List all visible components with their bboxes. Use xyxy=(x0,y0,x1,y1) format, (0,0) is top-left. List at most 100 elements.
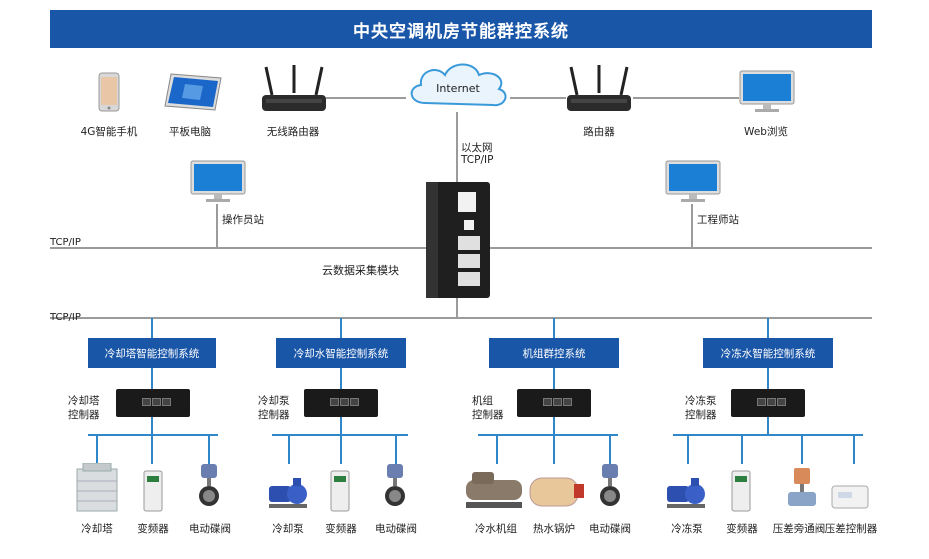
butterfly-valve-icon-2 xyxy=(385,464,405,506)
subsystem-4-tick-4 xyxy=(853,434,855,464)
subsystem-1-device-3: 电动碟阀 xyxy=(189,523,231,535)
inverter-icon-2 xyxy=(330,470,350,512)
cooling-pump-icon xyxy=(269,478,307,508)
controller-4-label-line2: 控制器 xyxy=(685,409,717,421)
subsystem-3-link xyxy=(553,368,555,390)
wireless-router-icon xyxy=(262,65,326,111)
module-label: 云数据采集模块 xyxy=(322,264,399,277)
subsystem-4-tick-2 xyxy=(741,434,743,464)
cloud-module-icon xyxy=(426,182,490,298)
butterfly-valve-icon-1 xyxy=(199,464,219,506)
web-link xyxy=(633,97,739,99)
subsystem-3-tick-2 xyxy=(553,434,555,464)
tablet-icon xyxy=(164,73,222,111)
internet-label: Internet xyxy=(436,82,480,95)
engineer-drop xyxy=(691,204,693,248)
router-icon xyxy=(567,65,631,111)
subsystem-4-tick-3 xyxy=(801,434,803,464)
subsystem-4-device-1: 冷冻泵 xyxy=(671,523,703,535)
subsystem-1-link xyxy=(151,368,153,390)
inverter-icon-4 xyxy=(731,470,751,512)
subsystem-4-tick-1 xyxy=(687,434,689,464)
inverter-icon-1 xyxy=(143,470,163,512)
subsystem-2-device-2: 变频器 xyxy=(325,523,357,535)
lower-bus-label: TCP/IP xyxy=(50,312,81,323)
subsystem-2-down xyxy=(340,417,342,435)
chilled-water-pump-icon xyxy=(667,478,705,508)
subsystem-3-drop xyxy=(553,318,555,338)
operator-station-label: 操作员站 xyxy=(222,214,264,226)
phone-label: 4G智能手机 xyxy=(80,126,138,138)
controller-4-label-line1: 冷冻泵 xyxy=(685,395,717,407)
operator-drop xyxy=(216,204,218,248)
subsystem-3-device-bus xyxy=(478,434,618,436)
internet-cloud-icon xyxy=(410,63,507,107)
controller-2 xyxy=(304,389,378,417)
subsystem-4-drop xyxy=(767,318,769,338)
subsystem-4-link xyxy=(767,368,769,390)
controller-1-label-line1: 冷却塔 xyxy=(68,395,100,407)
ethernet-label: 以太网 xyxy=(461,142,493,154)
upper-bus-label: TCP/IP xyxy=(50,237,81,248)
subsystem-3-tick-3 xyxy=(609,434,611,464)
ethernet-uplink xyxy=(456,112,458,182)
controller-3 xyxy=(517,389,591,417)
chiller-unit-icon xyxy=(466,472,522,508)
controller-1-label-line2: 控制器 xyxy=(68,409,100,421)
web-label: Web浏览 xyxy=(744,126,788,138)
subsystem-4-title: 冷冻水智能控制系统 xyxy=(703,338,833,368)
subsystem-1-device-1: 冷却塔 xyxy=(81,523,113,535)
subsystem-4-down xyxy=(767,417,769,435)
subsystem-2-tick-1 xyxy=(288,434,290,464)
subsystem-3-device-2: 热水锅炉 xyxy=(533,523,575,535)
module-downlink xyxy=(456,298,458,318)
subsystem-4-device-bus xyxy=(673,434,863,436)
subsystem-3-title: 机组群控系统 xyxy=(489,338,619,368)
pressure-controller-icon xyxy=(831,485,869,509)
subsystem-2-tick-3 xyxy=(395,434,397,464)
bypass-valve-icon xyxy=(788,468,816,506)
lower-bus xyxy=(50,317,872,319)
subsystem-1-down xyxy=(151,417,153,435)
subsystem-3-down xyxy=(553,417,555,435)
butterfly-valve-icon-3 xyxy=(600,464,620,506)
subsystem-4-device-2: 变频器 xyxy=(726,523,758,535)
subsystem-2-device-1: 冷却泵 xyxy=(272,523,304,535)
subsystem-4-device-3: 压差旁通阀 xyxy=(772,523,826,535)
subsystem-4-device-4: 压差控制器 xyxy=(824,523,878,535)
subsystem-3-device-3: 电动碟阀 xyxy=(589,523,631,535)
subsystem-2-tick-2 xyxy=(340,434,342,464)
router-link-left xyxy=(326,97,406,99)
subsystem-1-device-bus xyxy=(88,434,218,436)
subsystem-2-title: 冷却水智能控制系统 xyxy=(276,338,406,368)
controller-2-label-line1: 冷却泵 xyxy=(258,395,290,407)
wireless-router-label: 无线路由器 xyxy=(266,126,320,138)
hot-water-boiler-icon xyxy=(529,477,584,507)
smartphone-icon xyxy=(98,72,120,112)
subsystem-2-link xyxy=(340,368,342,390)
controller-2-label-line2: 控制器 xyxy=(258,409,290,421)
subsystem-1-tick-1 xyxy=(96,434,98,464)
subsystem-1-title: 冷却塔智能控制系统 xyxy=(88,338,216,368)
subsystem-3-device-1: 冷水机组 xyxy=(475,523,517,535)
router-label: 路由器 xyxy=(583,126,615,138)
web-monitor-icon xyxy=(739,70,795,112)
tcpip-label: TCP/IP xyxy=(461,154,494,166)
engineer-monitor-icon xyxy=(665,160,721,202)
subsystem-2-drop xyxy=(340,318,342,338)
subsystem-1-device-2: 变频器 xyxy=(137,523,169,535)
diagram-title: 中央空调机房节能群控系统 xyxy=(50,10,872,48)
subsystem-2-device-3: 电动碟阀 xyxy=(375,523,417,535)
operator-monitor-icon xyxy=(190,160,246,202)
subsystem-3-tick-1 xyxy=(496,434,498,464)
cooling-tower-icon xyxy=(76,463,118,512)
controller-4 xyxy=(731,389,805,417)
subsystem-1-tick-3 xyxy=(208,434,210,464)
tablet-label: 平板电脑 xyxy=(169,126,211,138)
subsystem-1-tick-2 xyxy=(151,434,153,464)
controller-3-label-line1: 机组 xyxy=(472,395,493,407)
router-link-right xyxy=(510,97,566,99)
engineer-station-label: 工程师站 xyxy=(697,214,739,226)
subsystem-1-drop xyxy=(151,318,153,338)
controller-1 xyxy=(116,389,190,417)
